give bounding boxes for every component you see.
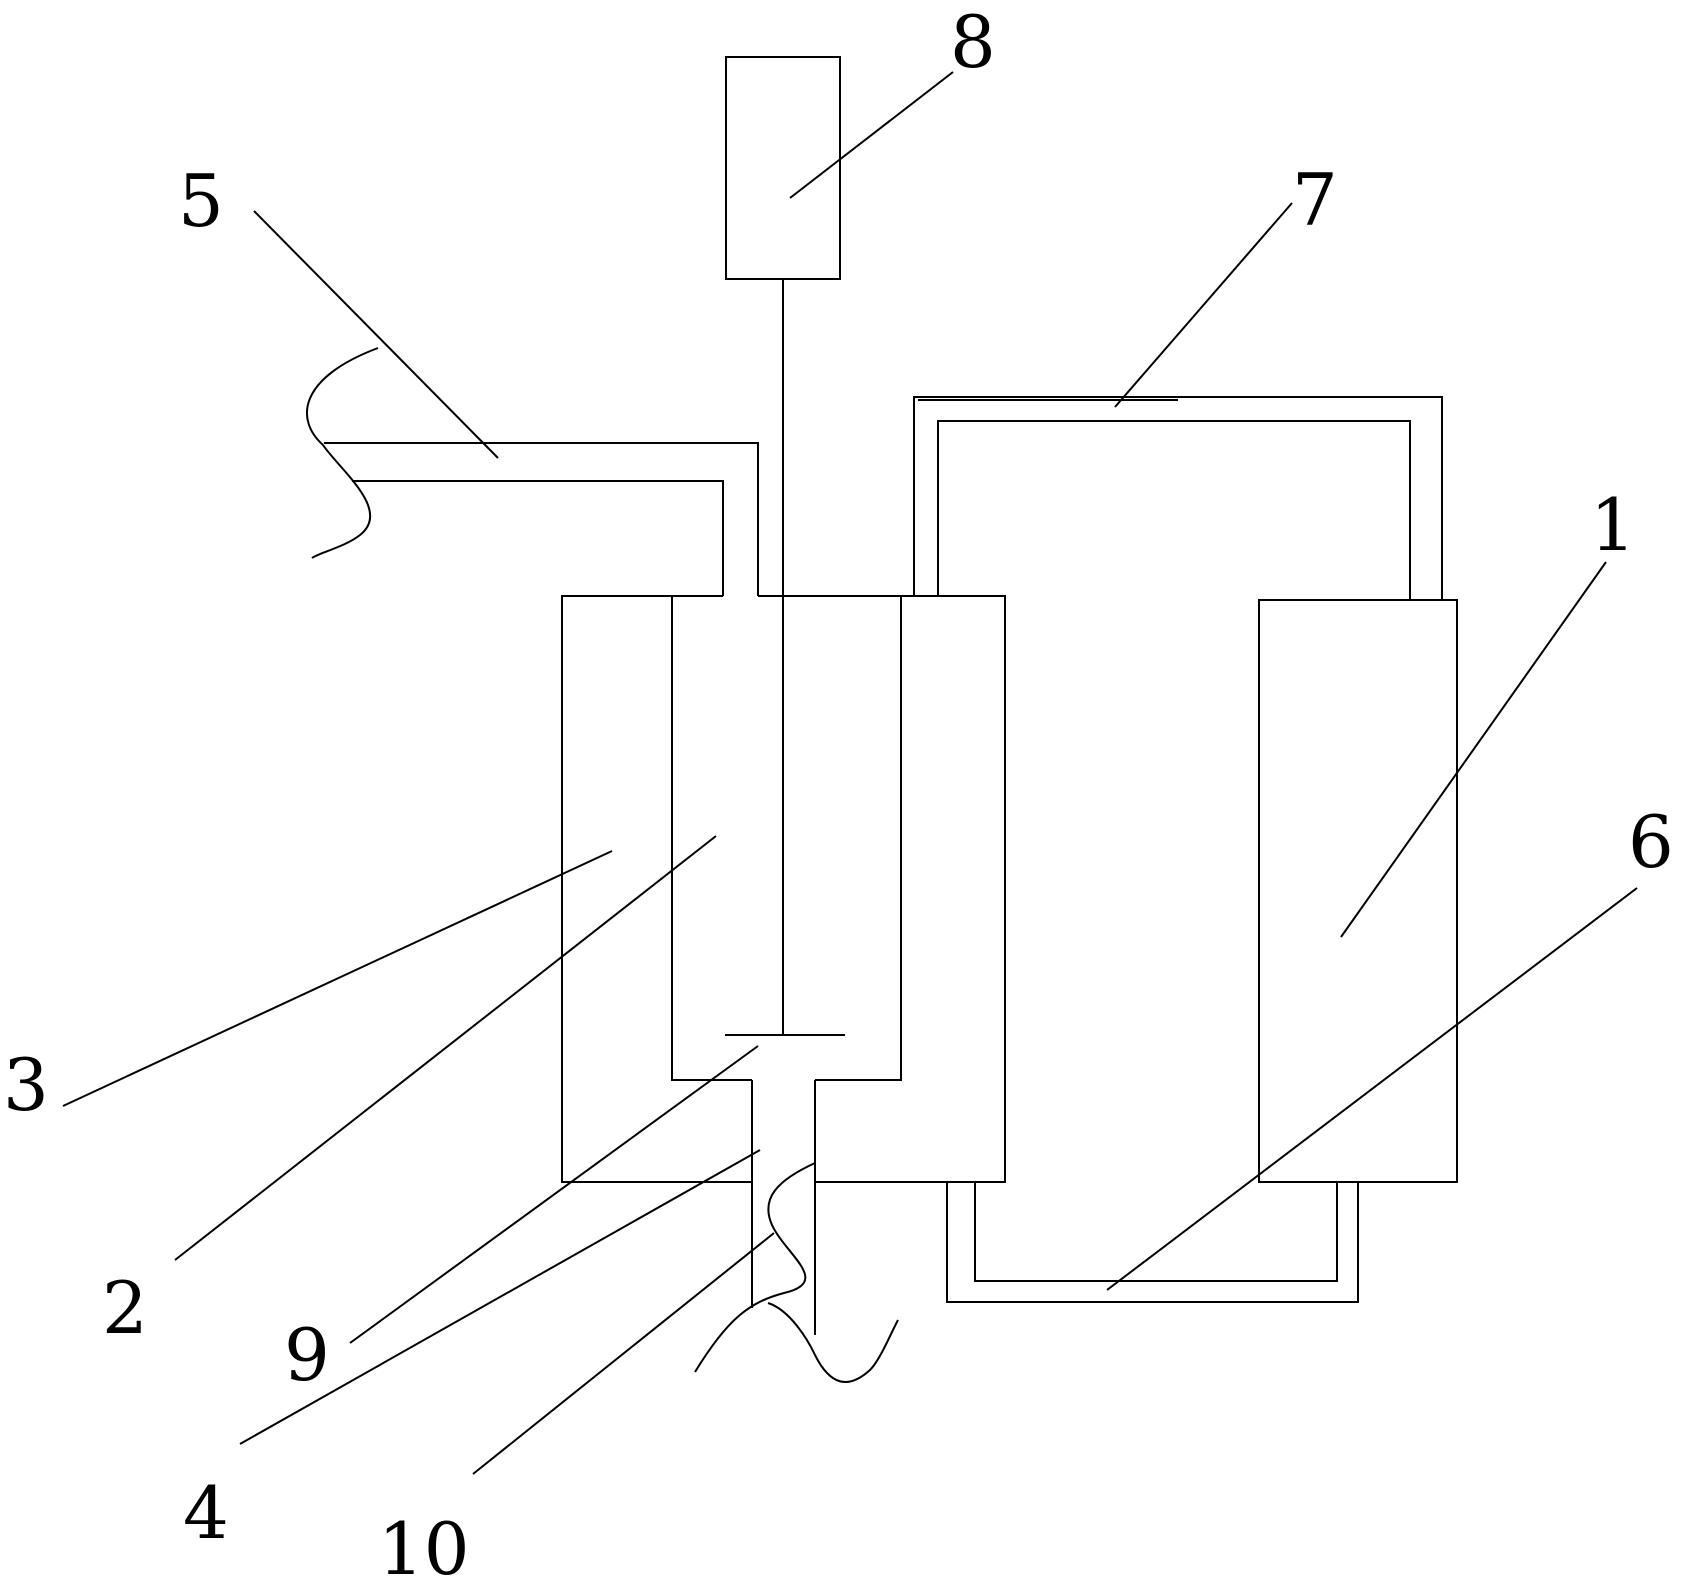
leader-7 bbox=[1114, 202, 1293, 408]
inlet-pipe-inner bbox=[352, 480, 724, 596]
drive-box bbox=[725, 56, 841, 280]
label-4: 4 bbox=[183, 1471, 229, 1555]
label-5: 5 bbox=[178, 159, 224, 243]
right-vessel bbox=[1258, 599, 1458, 1183]
outlet-break-curve bbox=[694, 1162, 816, 1373]
leader-9 bbox=[349, 1045, 759, 1344]
inlet-break-curve bbox=[306, 347, 379, 559]
label-3: 3 bbox=[3, 1043, 49, 1127]
outer-jacket bbox=[561, 595, 752, 1183]
label-10: 10 bbox=[378, 1507, 470, 1582]
leader-6 bbox=[1106, 887, 1638, 1291]
lower-pipe-inner bbox=[974, 1182, 1338, 1282]
inner-vessel-right bbox=[815, 595, 902, 1081]
label-6: 6 bbox=[1628, 800, 1674, 884]
leader-2 bbox=[174, 835, 717, 1261]
outer-jacket-right bbox=[815, 595, 1006, 1183]
leader-5 bbox=[253, 210, 499, 459]
upper-pipe-inner bbox=[937, 420, 1411, 600]
leader-8 bbox=[789, 71, 954, 199]
outlet-break-curve-lower bbox=[767, 1302, 899, 1383]
label-7: 7 bbox=[1292, 158, 1338, 242]
leader-3 bbox=[62, 850, 613, 1107]
label-1: 1 bbox=[1590, 483, 1636, 567]
leader-1 bbox=[1340, 561, 1607, 938]
inlet-pipe-outer bbox=[324, 442, 759, 596]
upper-pipe-outer bbox=[913, 396, 1443, 600]
lower-pipe-outer bbox=[946, 1182, 1359, 1303]
label-9: 9 bbox=[284, 1313, 330, 1397]
label-2: 2 bbox=[102, 1266, 148, 1350]
leader-10 bbox=[472, 1232, 775, 1475]
label-8: 8 bbox=[950, 0, 996, 84]
leader-4 bbox=[239, 1149, 761, 1445]
